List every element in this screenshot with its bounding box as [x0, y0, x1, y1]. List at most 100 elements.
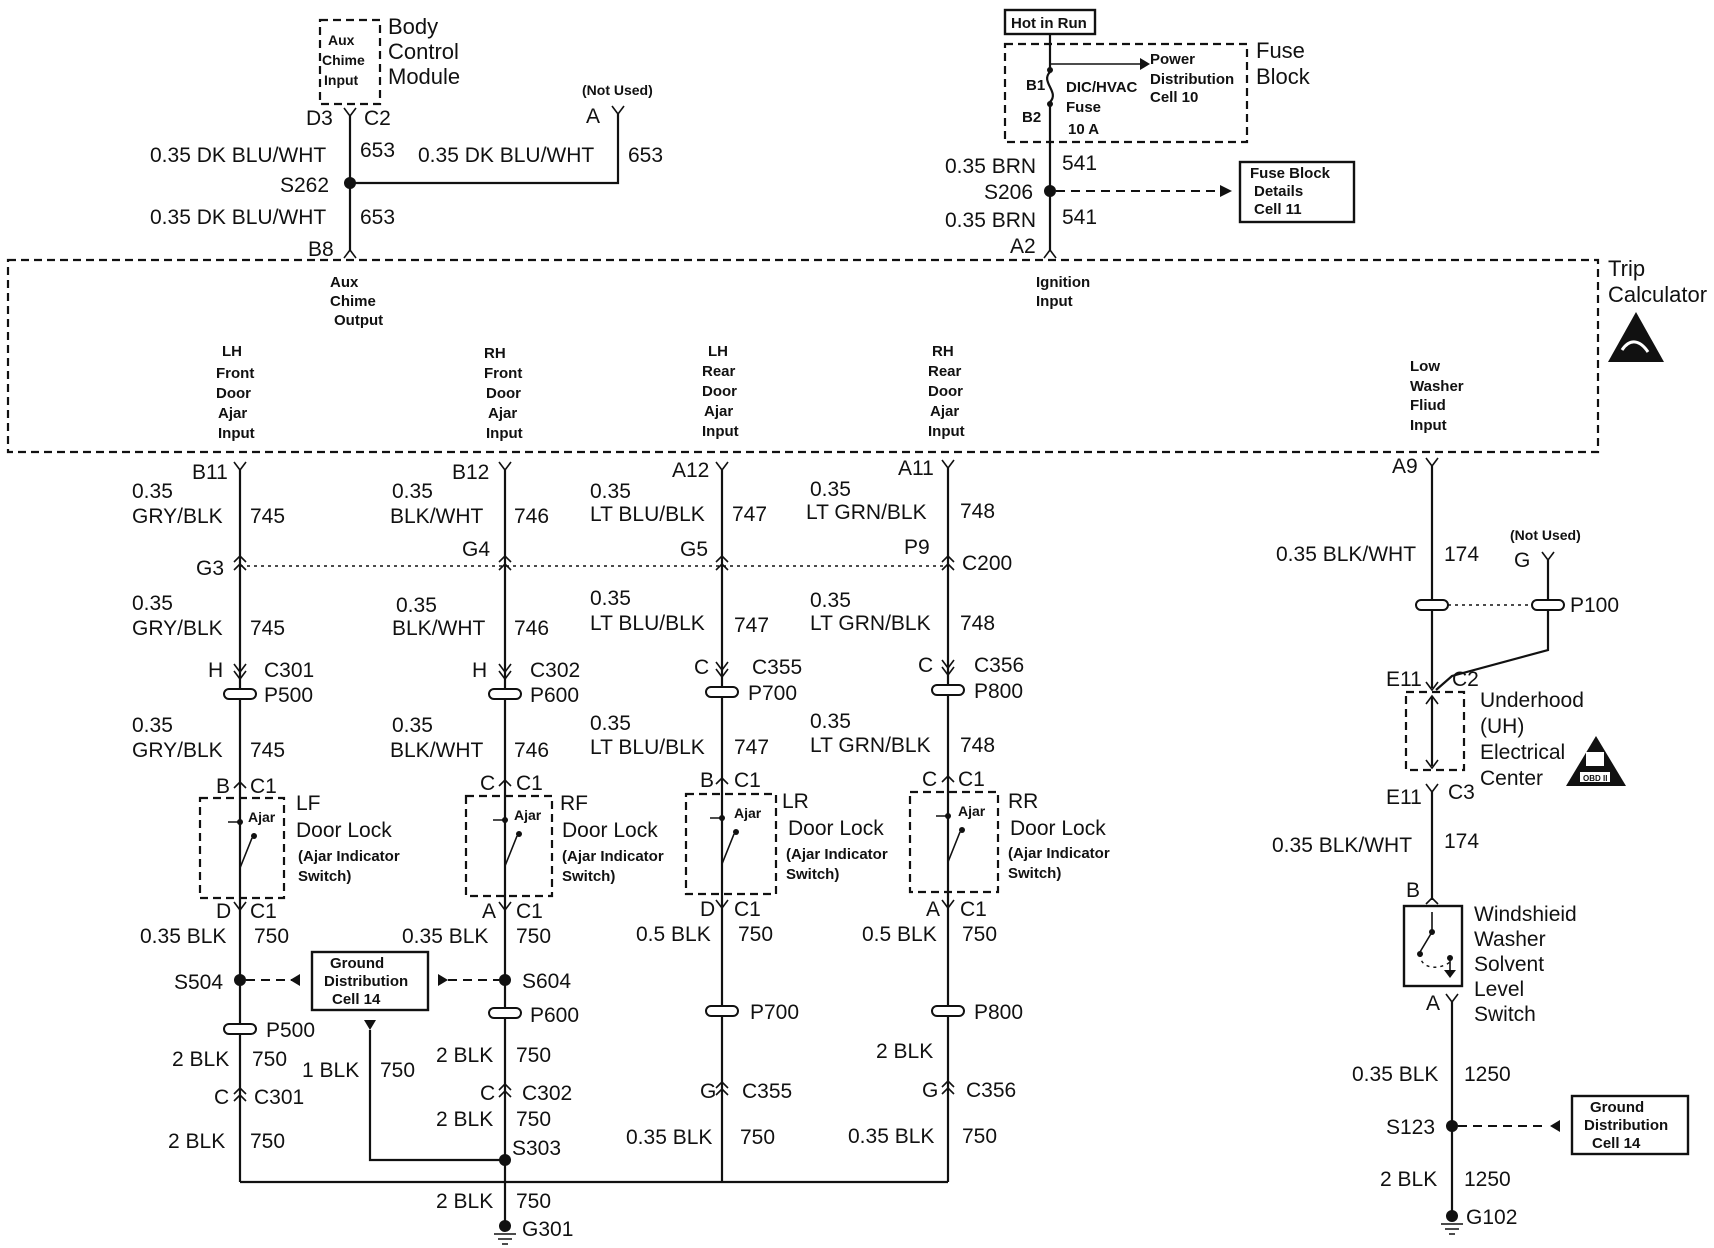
washer-c3-symbol — [1425, 783, 1439, 794]
lf-gnd-wire: 0.35 BLK — [140, 925, 226, 948]
obd-ii-warning-icon: OBD II — [1566, 736, 1626, 786]
lr-c355-lower-symbol — [715, 1080, 729, 1096]
rf-conn: C302 — [530, 659, 580, 682]
wire-541-upper-label: 0.35 BRN — [945, 155, 1036, 178]
rr-2blk-label: 2 BLK — [876, 1040, 933, 1063]
ign-input-2: Input — [1036, 293, 1073, 310]
washer-g-symbol — [1541, 551, 1555, 562]
rf-2blk-label: 2 BLK — [436, 1044, 493, 1067]
rf-c-pin: C — [480, 1082, 495, 1105]
lr-conn-pin: C — [694, 656, 709, 679]
p700-lower-icon — [705, 1005, 739, 1017]
pin-a2: A2 — [1010, 235, 1036, 258]
rr-c200-pin: P9 — [904, 536, 930, 559]
rf-sw-pin-top: C — [480, 772, 495, 795]
washer-2blk-label: 2 BLK — [1380, 1168, 1437, 1191]
lr-color-1: LT BLU/BLK — [590, 503, 705, 526]
input-lr-4: Ajar — [704, 403, 733, 420]
washer-not-used: (Not Used) — [1510, 527, 1581, 543]
lr-c1-bot: C1 — [734, 898, 761, 921]
rr-gauge-3: 0.35 — [810, 710, 851, 733]
rr-color-1: LT GRN/BLK — [806, 501, 927, 524]
rr-circuit-3: 748 — [960, 734, 995, 757]
s123-ref-arrow — [1550, 1120, 1560, 1132]
rf-gauge-2: 0.35 — [396, 594, 437, 617]
s604-ref-arrow — [438, 974, 448, 986]
fuse-details-box — [1238, 160, 1356, 224]
lr-gauge-1: 0.35 — [590, 480, 631, 503]
rf-passthrough-icon — [488, 688, 522, 700]
bcm-title-2: Control — [388, 39, 459, 64]
washer-pin-a: A — [1426, 992, 1440, 1015]
p600-lower: P600 — [530, 1004, 579, 1027]
lf-color-1: GRY/BLK — [132, 505, 223, 528]
lf-sw-sub-1: (Ajar Indicator — [298, 848, 400, 865]
splice-s303 — [499, 1154, 511, 1166]
rf-pin-top: B12 — [452, 461, 489, 484]
rf-sw-pin-bot: A — [482, 900, 496, 923]
ign-input-1: Ignition — [1036, 274, 1090, 291]
fuse-name-2: Fuse — [1066, 99, 1101, 116]
washer-sw-4: Level — [1474, 978, 1524, 1001]
rf-ajar: Ajar — [514, 807, 542, 823]
rf-c1-bot: C1 — [516, 900, 543, 923]
lr-circuit-2: 747 — [734, 614, 769, 637]
washer-sw-2: Washer — [1474, 928, 1546, 951]
lr-c200-pin: G5 — [680, 538, 708, 561]
w1blk-circuit: 750 — [380, 1059, 415, 1082]
uh-1: Underhood — [1480, 689, 1584, 712]
lf-color-3: GRY/BLK — [132, 739, 223, 762]
lr-sw-letters: LR — [782, 790, 809, 813]
s604-label: S604 — [522, 970, 571, 993]
lr-gnd-circuit: 750 — [738, 923, 773, 946]
input-lf-2: Front — [216, 365, 254, 382]
fuse-block-box — [1003, 42, 1249, 144]
splice-s123 — [1446, 1120, 1458, 1132]
gdc-3: Cell 14 — [332, 991, 381, 1008]
lr-sw-sub-1: (Ajar Indicator — [786, 846, 888, 863]
lr-sw-sub-2: Switch) — [786, 866, 839, 883]
lf-sw-name: Door Lock — [296, 819, 392, 842]
washer-gnd-label: 0.35 BLK — [1352, 1063, 1438, 1086]
trip-input-lr: LH Rear Door Ajar Input — [702, 343, 739, 440]
input-washer-1: Low — [1410, 358, 1440, 375]
trip-input-rf: RH Front Door Ajar Input — [484, 345, 523, 442]
lr-035blk-label: 0.35 BLK — [626, 1126, 712, 1149]
input-lf-4: Ajar — [218, 405, 247, 422]
rr-circuit-2: 748 — [960, 612, 995, 635]
lr-gauge-2: 0.35 — [590, 587, 631, 610]
washer-2blk-circuit: 1250 — [1464, 1168, 1511, 1191]
lr-gauge-3: 0.35 — [590, 712, 631, 735]
s123-label: S123 — [1386, 1116, 1435, 1139]
lf-ajar: Ajar — [248, 809, 276, 825]
washer-e11-top: E11 — [1386, 668, 1422, 691]
washer-wire-label-1: 0.35 BLK/WHT — [1276, 543, 1416, 566]
lr-color-3: LT BLU/BLK — [590, 736, 705, 759]
input-rf-5: Input — [486, 425, 523, 442]
p600-lower-icon — [488, 1007, 522, 1019]
lf-conn-symbol — [233, 663, 247, 681]
rr-gnd-circuit: 750 — [962, 923, 997, 946]
rf-sw-sub-2: Switch) — [562, 868, 615, 885]
lf-sw-letters: LF — [296, 792, 321, 815]
s206-ref-arrow — [1220, 185, 1232, 197]
washer-circuit-2: 174 — [1444, 830, 1479, 853]
washer-gnd-circuit: 1250 — [1464, 1063, 1511, 1086]
washer-c2-symbol — [1425, 681, 1439, 692]
fuse-element-icon — [1046, 71, 1054, 103]
lf-circuit-3: 745 — [250, 739, 285, 762]
rf-pass: P600 — [530, 684, 579, 707]
connector-a-symbol — [611, 105, 625, 116]
wire-541-lower-label: 0.35 BRN — [945, 209, 1036, 232]
input-rf-4: Ajar — [488, 405, 517, 422]
g301-2blk-circuit: 750 — [516, 1190, 551, 1213]
lr-c200-symbol — [715, 554, 729, 571]
connector-d3-symbol — [343, 107, 357, 118]
washer-gdc-2: Distribution — [1584, 1117, 1668, 1134]
rf-gnd-circuit: 750 — [516, 925, 551, 948]
rf-sw-letters: RF — [560, 792, 588, 815]
aux-out-1: Aux — [330, 274, 359, 291]
rf-c302-lower-symbol — [498, 1082, 512, 1098]
hot-in-run-label: Hot in Run — [1011, 15, 1087, 32]
